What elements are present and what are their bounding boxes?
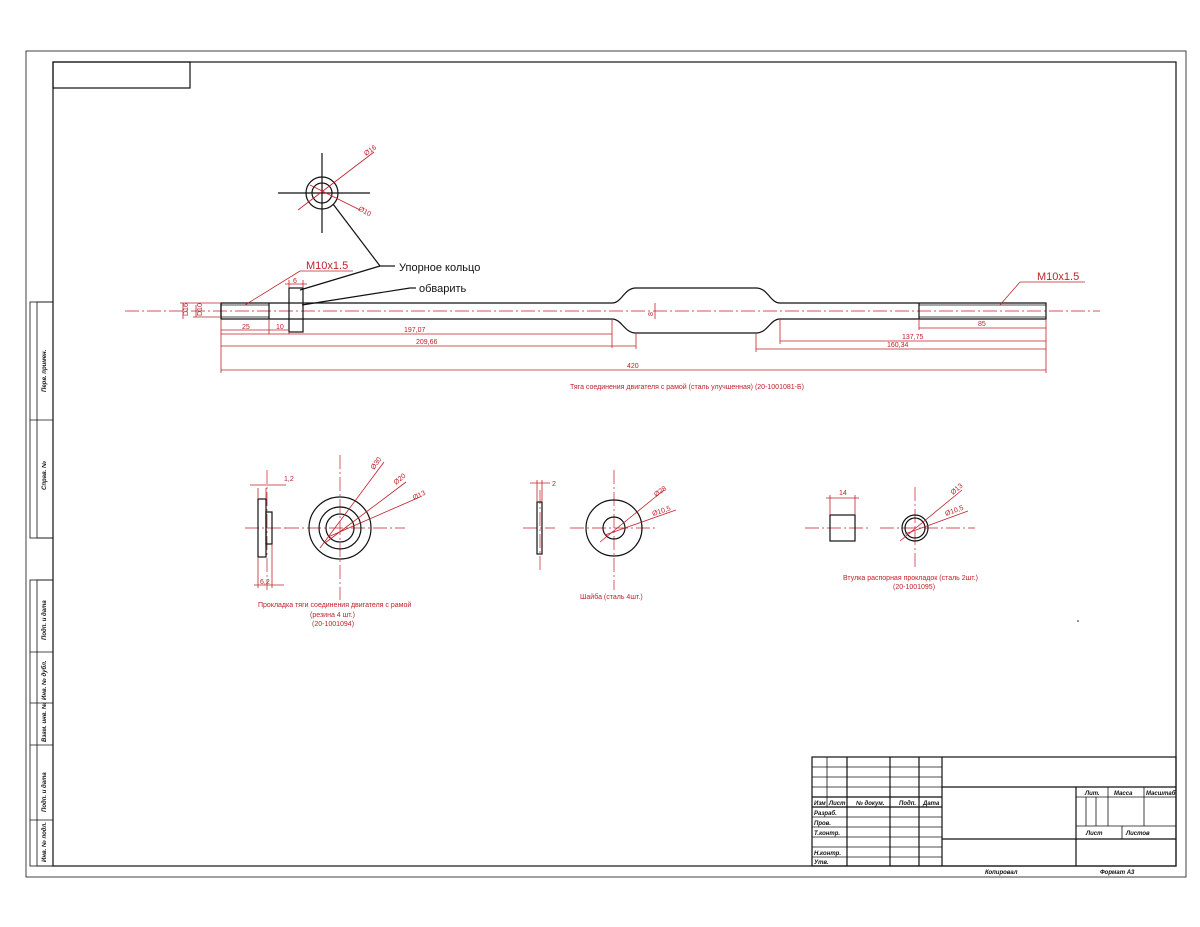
ring-d16-label: Ø16 [363,144,378,157]
tb-tkontr: Т.контр. [814,831,840,837]
gasket-t62: 6,2 [260,579,270,586]
tb-data: Дата [922,801,940,807]
bushing-drawing [805,487,975,570]
washer-d28: Ø28 [653,485,668,498]
tb-masshtab: Масштаб [1146,790,1176,797]
tb-utv: Утв. [814,860,829,866]
tb-lit: Лит. [1084,791,1100,797]
tb-izm: Изм [814,801,826,807]
stamp-podp-data-2: Подп. и дата [42,772,48,812]
bushing-l14: 14 [839,490,847,497]
dim-137: 137,75 [902,334,924,341]
thread-left-label: M10x1.5 [306,260,348,272]
stamp-inv-podl: Инв. № подл. [41,822,48,862]
thread-right-label: M10x1.5 [1037,271,1079,283]
side-stamp-column: Перв. примен. Справ. № Подп. и дата Инв.… [29,301,54,867]
dim-197: 197,07 [404,327,426,334]
outer-sheet-border [25,50,1187,878]
dim-209: 209,66 [416,339,438,346]
tb-listov: Листов [1125,831,1150,837]
dim-d16: D16 [183,303,190,316]
title-block [811,756,1177,867]
dim-10: 10 [276,324,284,331]
tb-razrab: Разраб. [814,810,837,817]
gasket-drawing [245,455,421,600]
rod-dimension-lines [180,280,1047,373]
tb-nkontr: Н.контр. [814,851,841,857]
dim-85: 85 [978,321,986,328]
bushing-caption-2: (20-1001095) [893,584,935,591]
gasket-caption-1: Прокладка тяги соединения двигателя с ра… [258,601,411,609]
stray-dot [1077,620,1079,622]
inner-frame [52,61,1177,867]
washer-t2: 2 [552,481,556,488]
callout-ring-label: Упорное кольцо [399,262,480,274]
gasket-d30: Ø30 [370,456,383,471]
ring-d10-label: Ø10 [357,206,372,219]
stamp-inv-dubl: Инв. № дубл. [41,660,48,700]
dim-d10: D10 [197,303,204,316]
stamp-podp-data-1: Подп. и дата [42,600,48,640]
tb-list: Лист [828,801,846,807]
callout-weld-label: обварить [419,283,467,295]
ring-end-view: Ø16 Ø10 [278,144,378,233]
washer-d105: Ø10,5 [651,505,671,518]
stamp-perv-primen: Перв. примен. [42,349,48,392]
gasket-d13: Ø13 [412,490,427,502]
stamp-vzam-inv: Взам. инв. № [41,702,48,742]
tb-podp: Подп. [899,801,916,807]
dim-6: 6 [293,278,297,285]
dim-160: 160,34 [887,342,909,349]
tb-ndoc: № докум. [855,800,885,807]
tb-massa: Масса [1114,791,1133,797]
rod-caption: Тяга соединения двигателя с рамой (сталь… [570,383,804,391]
gasket-caption-2: (резина 4 шт.) [310,612,355,619]
dim-420: 420 [627,363,639,370]
dim-25: 25 [242,324,250,331]
tb-list2: Лист [1085,831,1103,837]
tb-prov: Пров. [814,821,831,827]
washer-caption: Шайба (сталь 4шт.) [580,593,643,601]
dim-8: 8 [648,312,655,316]
bushing-caption-1: Втулка распорная прокладок (сталь 2шт.) [843,575,978,582]
callout-leaders [299,203,416,306]
gasket-t12: 1,2 [284,476,294,483]
washer-drawing [523,470,677,590]
stamp-sprav: Справ. № [41,461,48,490]
tb-format: Формат А3 [1100,870,1135,876]
rod-drawing [125,270,1100,334]
tb-kopiroval: Копировал [985,870,1018,876]
gasket-caption-3: (20-1001094) [312,621,354,628]
top-left-stamp-box [52,61,191,89]
gasket-d20: Ø20 [393,473,408,487]
